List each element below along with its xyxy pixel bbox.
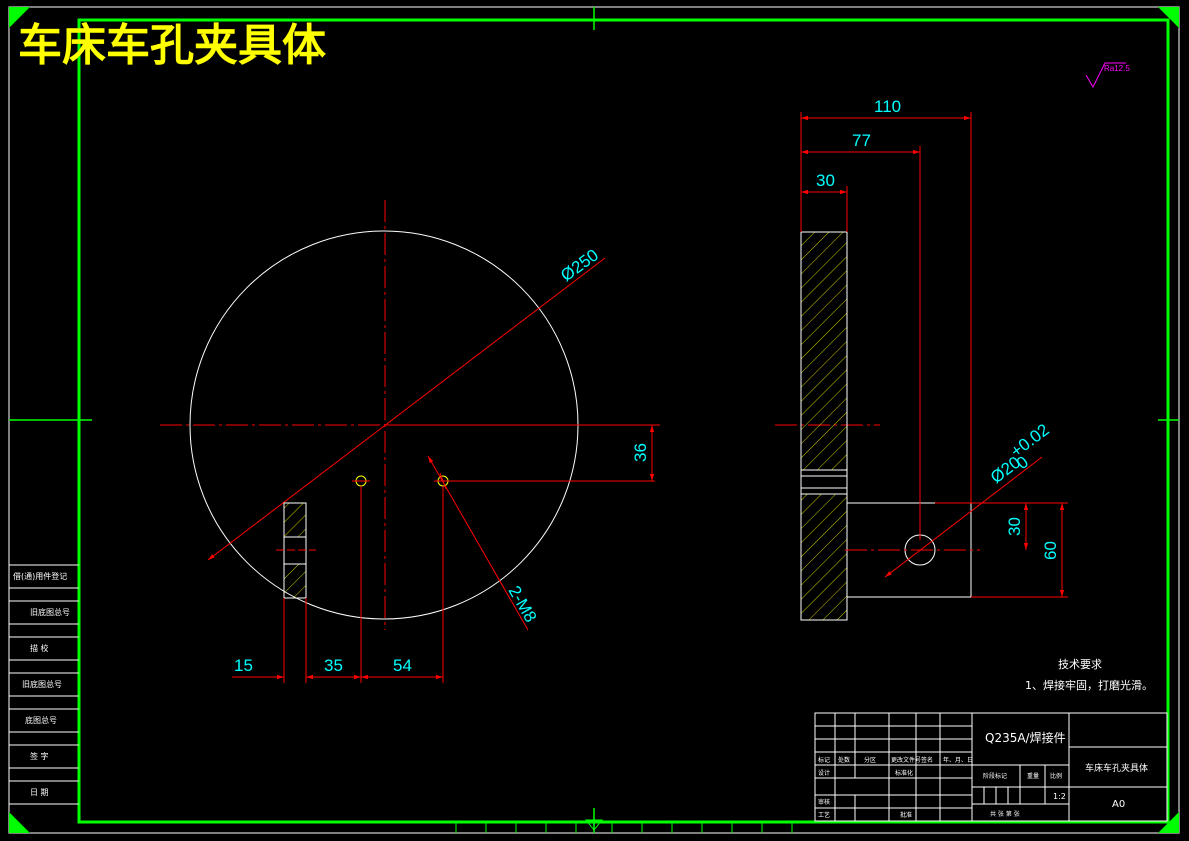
tb-design: 设计: [818, 769, 830, 777]
dim-77-label: 77: [852, 131, 871, 150]
hole-tolerance-upper: +0.02: [1007, 420, 1053, 461]
left-col-4: 底图总号: [25, 715, 57, 725]
part-name-label: 车床车孔夹具体: [1085, 762, 1148, 774]
dim-30-right-label: 30: [1005, 517, 1024, 536]
side-view: Ø20 +0.02 0 110 77 30 30 60: [775, 97, 1068, 621]
tb-stage: 阶段标记: [983, 772, 1007, 780]
left-col-6: 日 期: [30, 788, 49, 797]
drawing-title: 车床车孔夹具体: [18, 20, 326, 71]
dim-30-top-label: 30: [816, 171, 835, 190]
scale-value: 1:2: [1053, 792, 1066, 801]
tb-weight: 重量: [1027, 772, 1039, 780]
dim-54-label: 54: [393, 656, 412, 675]
left-binding-column: [9, 564, 79, 805]
left-col-3: 旧底图总号: [22, 679, 62, 689]
material-label: Q235A/焊接件: [985, 730, 1066, 745]
sheet-size: A0: [1112, 799, 1125, 810]
tb-hdr-2: 分区: [864, 756, 876, 764]
roughness-value: Ra12.5: [1104, 64, 1130, 73]
tb-sheets: 共 张 第 张: [990, 810, 1020, 818]
tb-hdr-4: 签名: [921, 756, 933, 764]
tech-req-line1: 1、焊接牢固，打磨光滑。: [1025, 678, 1153, 692]
dim-15-label: 15: [234, 656, 253, 675]
holes-label: 2-M8: [505, 583, 541, 626]
tb-hdr-1: 处数: [838, 756, 850, 764]
tb-approve: 批准: [900, 811, 912, 819]
tech-req-heading: 技术要求: [1058, 658, 1102, 671]
tb-process: 工艺: [818, 811, 830, 819]
dim-35-label: 35: [324, 656, 343, 675]
tb-hdr-3: 更改文件号: [891, 756, 921, 764]
sheet-border: [8, 6, 1180, 834]
tb-hdr-0: 标记: [818, 756, 830, 764]
left-col-5: 签 字: [30, 751, 49, 761]
dim-110-label: 110: [874, 97, 901, 116]
tb-hdr-5: 年、月、日: [943, 756, 973, 764]
left-col-1: 旧底图总号: [30, 607, 70, 617]
left-col-0: 借(通)用件登记: [13, 571, 67, 581]
dim-60-label: 60: [1041, 541, 1060, 560]
left-col-2: 描 校: [30, 643, 49, 653]
title-block: [814, 712, 1168, 822]
front-view: Ø250 2-M8 36 15 35 54: [160, 200, 660, 683]
tb-scale-label: 比例: [1050, 772, 1062, 780]
roughness-symbol-icon: Ra12.5: [1085, 62, 1130, 89]
tb-standardize: 标准化: [895, 769, 913, 777]
tb-review: 审核: [818, 798, 830, 806]
diameter-label: Ø250: [557, 245, 602, 285]
offset-36-label: 36: [631, 443, 650, 462]
